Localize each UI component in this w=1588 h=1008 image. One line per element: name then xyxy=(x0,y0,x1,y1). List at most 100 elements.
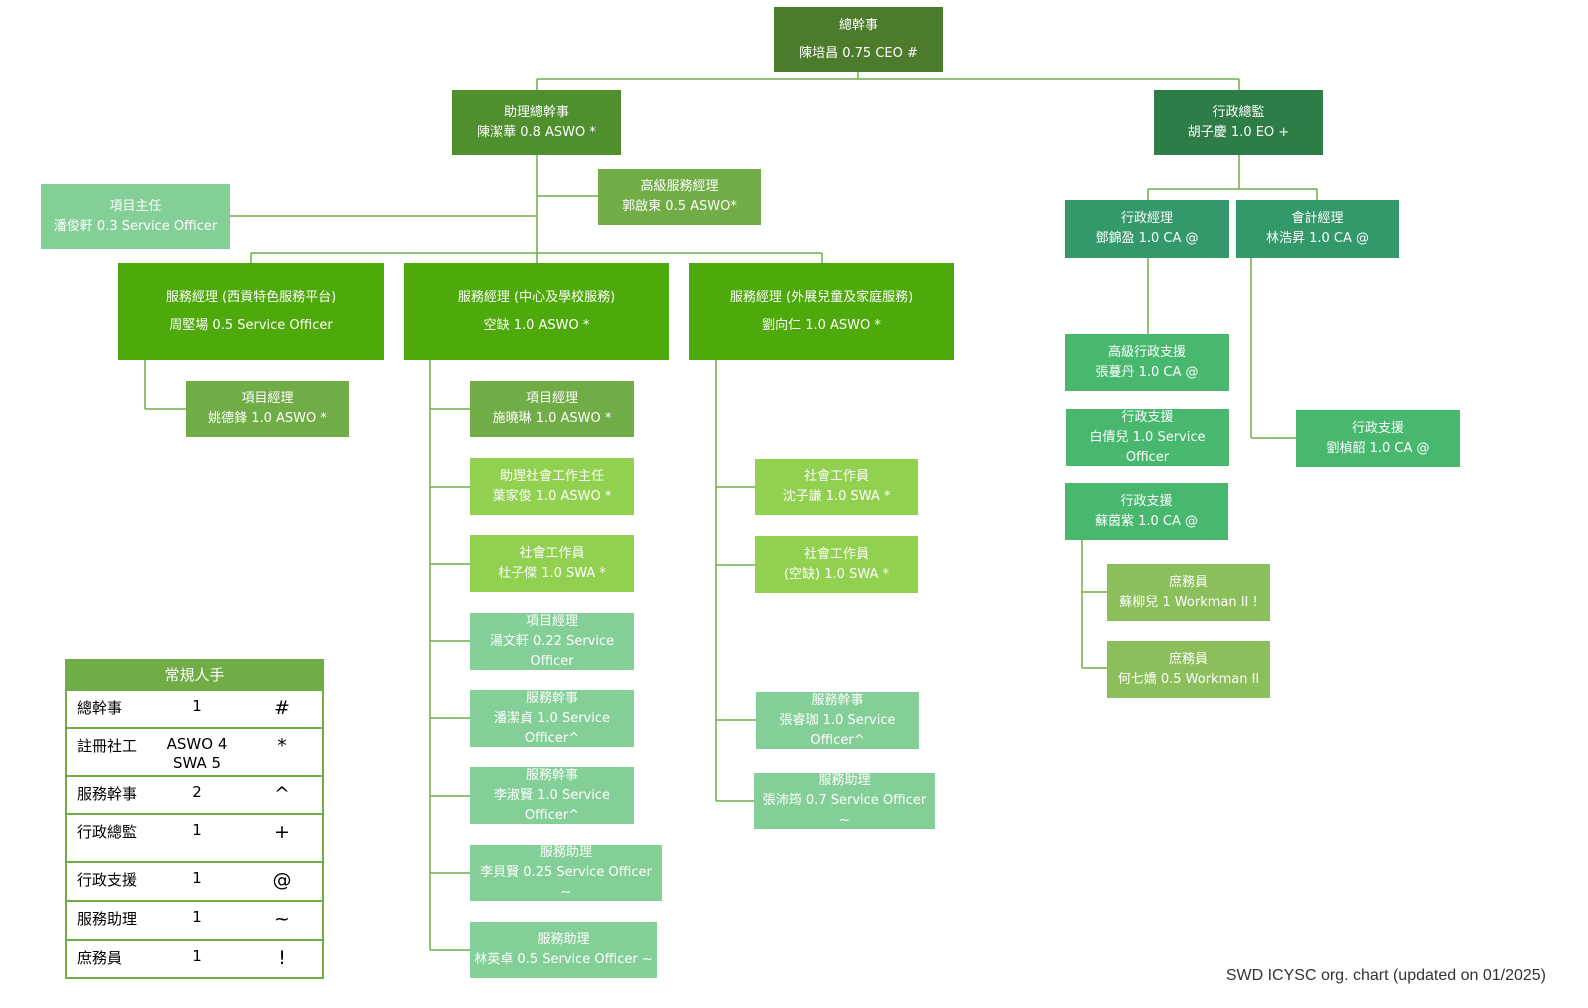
accounts-manager-box: 會計經理 林浩昇 1.0 CA @ xyxy=(1236,200,1399,258)
staff-box: 社會工作員 (空缺) 1.0 SWA * xyxy=(755,536,918,593)
admin-manager-title: 行政經理 xyxy=(1120,211,1173,226)
project-director-title: 項目主任 xyxy=(109,198,162,214)
legend-row: 註冊社工 ASWO 4 SWA 5 * xyxy=(67,727,322,775)
legend-row: 行政總監 1 + xyxy=(67,813,322,861)
staff-box: 服務幹事 張睿珈 1.0 Service Officer^ xyxy=(756,692,919,749)
staff-title: 行政支援 xyxy=(1121,409,1174,425)
legend-role: 行政支援 xyxy=(77,871,138,889)
admin-manager-box: 行政經理 鄧錦盈 1.0 CA @ xyxy=(1065,200,1229,258)
legend-symbol: ^ xyxy=(274,783,290,805)
senior-service-manager-title: 高級服務經理 xyxy=(640,179,719,194)
staff-title: 社會工作員 xyxy=(803,546,869,562)
staff-box: 服務幹事 潘潔貞 1.0 Service Officer^ xyxy=(470,690,634,747)
staffing-legend: 常規人手 總幹事 1 # 註冊社工 ASWO 4 SWA 5 * 服務幹事 2 … xyxy=(65,659,324,979)
legend-symbol: * xyxy=(277,735,287,757)
accounts-manager-person: 林浩昇 1.0 CA @ xyxy=(1265,231,1370,246)
staff-title: 服務幹事 xyxy=(525,767,578,783)
legend-role: 庶務員 xyxy=(77,949,123,967)
staff-box: 助理社會工作主任 葉家俊 1.0 ASWO * xyxy=(470,458,634,515)
staff-title: 項目經理 xyxy=(525,613,578,629)
admin-manager-person: 鄧錦盈 1.0 CA @ xyxy=(1095,231,1199,246)
staff-title: 項目經理 xyxy=(525,391,578,406)
staff-person: 白倩兒 1.0 Service Officer xyxy=(1089,429,1206,465)
staff-title: 助理社會工作主任 xyxy=(499,468,604,484)
ceo-person: 陳培昌 0.75 CEO # xyxy=(799,45,918,61)
legend-count: ASWO 4 SWA 5 xyxy=(166,735,228,772)
staff-person: 張沛筠 0.7 Service Officer ~ xyxy=(762,793,927,828)
legend-count: 1 xyxy=(192,908,202,926)
legend-row: 總幹事 1 # xyxy=(67,689,322,727)
legend-role: 註冊社工 xyxy=(77,737,138,755)
legend-count: 2 xyxy=(192,783,202,801)
ceo-title: 總幹事 xyxy=(838,17,878,33)
legend-row: 行政支援 1 @ xyxy=(67,861,322,900)
legend-count: 1 xyxy=(192,947,202,965)
staff-box: 行政支援 白倩兒 1.0 Service Officer xyxy=(1066,409,1229,466)
staff-title: 行政支援 xyxy=(1351,420,1404,436)
staff-person: 張睿珈 1.0 Service Officer^ xyxy=(779,712,896,748)
staff-title: 服務助理 xyxy=(539,845,592,860)
staff-person: 姚德鋒 1.0 ASWO * xyxy=(208,411,327,426)
staff-box: 服務助理 張沛筠 0.7 Service Officer ~ xyxy=(754,773,935,829)
legend-symbol: ! xyxy=(278,947,286,969)
staff-title: 項目經理 xyxy=(241,391,294,406)
service-manager-west-box: 服務經理 (西貢特色服務平台) 周堅場 0.5 Service Officer xyxy=(118,263,384,360)
staff-box: 行政支援 劉楨韶 1.0 CA @ xyxy=(1296,410,1460,467)
staff-person: 施曉琳 1.0 ASWO * xyxy=(492,411,612,426)
service-manager-center-title: 服務經理 (中心及學校服務) xyxy=(457,289,616,305)
staff-box: 高級行政支援 張蔓丹 1.0 CA @ xyxy=(1065,334,1229,391)
aswo-box: 助理總幹事 陳潔華 0.8 ASWO * xyxy=(452,90,621,155)
eo-person: 胡子慶 1.0 EO + xyxy=(1187,124,1290,140)
staff-box: 庶務員 何七嬌 0.5 Workman II xyxy=(1107,641,1270,698)
staff-person: 潘潔貞 1.0 Service Officer^ xyxy=(494,710,610,746)
legend-role: 行政總監 xyxy=(77,823,138,841)
service-manager-outreach-box: 服務經理 (外展兒童及家庭服務) 劉向仁 1.0 ASWO * xyxy=(689,263,954,360)
staff-box: 項目經理 姚德鋒 1.0 ASWO * xyxy=(186,381,349,437)
staff-person: 蘇茵紫 1.0 CA @ xyxy=(1094,513,1199,529)
staff-title: 服務助理 xyxy=(537,932,590,947)
staff-person: 李淑賢 1.0 Service Officer^ xyxy=(494,787,610,823)
service-manager-outreach-person: 劉向仁 1.0 ASWO * xyxy=(762,317,881,333)
legend-symbol: + xyxy=(274,821,290,843)
legend-count: 1 xyxy=(192,697,202,715)
staff-box: 行政支援 蘇茵紫 1.0 CA @ xyxy=(1065,483,1228,540)
legend-row: 庶務員 1 ! xyxy=(67,939,322,977)
staff-title: 庶務員 xyxy=(1168,651,1208,667)
service-manager-west-person: 周堅場 0.5 Service Officer xyxy=(169,317,333,333)
staff-title: 社會工作員 xyxy=(519,545,585,561)
staff-person: 林英卓 0.5 Service Officer ~ xyxy=(474,952,653,967)
staff-person: 張蔓丹 1.0 CA @ xyxy=(1095,364,1199,380)
legend-role: 服務助理 xyxy=(77,910,138,928)
legend-count: 1 xyxy=(192,869,202,887)
staff-box: 社會工作員 沈子謙 1.0 SWA * xyxy=(755,459,918,515)
service-manager-west-title: 服務經理 (西貢特色服務平台) xyxy=(165,289,337,305)
legend-symbol: @ xyxy=(272,869,292,891)
staff-person: 葉家俊 1.0 ASWO * xyxy=(492,488,612,504)
staff-box: 庶務員 蘇柳兒 1 Workman II ! xyxy=(1107,564,1270,621)
staff-title: 高級行政支援 xyxy=(1107,344,1186,360)
eo-box: 行政總監 胡子慶 1.0 EO + xyxy=(1154,90,1323,155)
senior-service-manager-box: 高級服務經理 郭啟東 0.5 ASWO* xyxy=(598,169,761,225)
project-director-box: 項目主任 潘俊軒 0.3 Service Officer xyxy=(41,184,230,249)
staff-title: 庶務員 xyxy=(1168,574,1208,590)
accounts-manager-title: 會計經理 xyxy=(1291,211,1344,226)
eo-title: 行政總監 xyxy=(1212,104,1265,120)
staff-person: 劉楨韶 1.0 CA @ xyxy=(1326,440,1430,456)
staff-title: 行政支援 xyxy=(1120,493,1173,509)
project-director-person: 潘俊軒 0.3 Service Officer xyxy=(53,218,218,234)
aswo-title: 助理總幹事 xyxy=(503,104,569,120)
chart-footer-caption: SWD ICYSC org. chart (updated on 01/2025… xyxy=(1225,967,1546,984)
staff-box: 服務助理 林英卓 0.5 Service Officer ~ xyxy=(470,922,657,978)
staff-title: 服務幹事 xyxy=(525,690,578,706)
staff-title: 社會工作員 xyxy=(803,469,869,484)
staff-person: (空缺) 1.0 SWA * xyxy=(783,566,889,582)
legend-role: 總幹事 xyxy=(77,699,123,717)
senior-service-manager-person: 郭啟東 0.5 ASWO* xyxy=(622,199,737,214)
staff-person: 杜子傑 1.0 SWA * xyxy=(498,565,606,581)
legend-symbol: ~ xyxy=(274,908,290,930)
staff-title: 服務幹事 xyxy=(811,692,864,708)
legend-role: 服務幹事 xyxy=(77,785,138,803)
ceo-box: 總幹事 陳培昌 0.75 CEO # xyxy=(774,7,943,72)
service-manager-outreach-title: 服務經理 (外展兒童及家庭服務) xyxy=(729,289,914,305)
